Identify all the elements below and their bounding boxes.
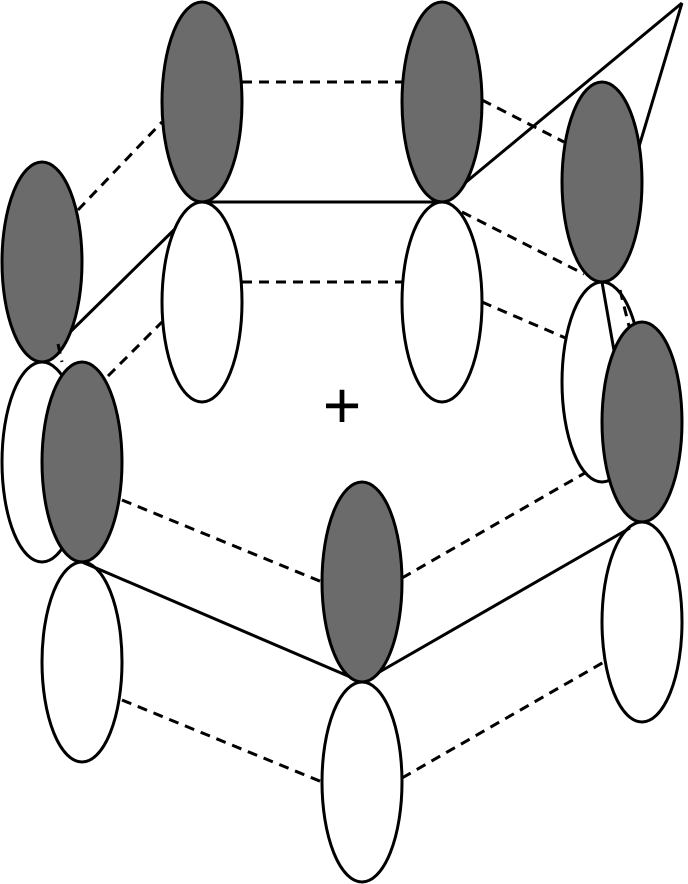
orbital-top-left [160,0,244,404]
filled-lobe [0,160,84,364]
dashed-line [121,498,323,584]
bond-line [60,220,184,342]
orbital-left-front [40,360,124,764]
orbital-bottom [320,480,404,884]
dashed-line [76,120,164,212]
filled-lobe [160,0,244,204]
bond-line [361,526,631,684]
filled-lobe [600,320,684,524]
bond-line [81,560,363,684]
solid-bond-lines [60,1,684,342]
dashed-line [121,698,323,784]
filled-lobe [560,80,644,284]
dashed-line [56,343,64,363]
positive-charge-label: + [323,368,362,442]
bond-line [636,2,684,151]
filled-lobe [400,0,484,204]
empty-lobe [600,520,684,724]
dashed-overlap-lines [76,80,605,784]
empty-lobe [160,200,244,404]
dashed-line [461,210,585,276]
orbital-right-front [600,320,684,724]
filled-lobe [40,360,124,564]
empty-lobe [400,200,484,404]
dashed-line [401,460,605,580]
orbital-top-right [400,0,484,404]
bond-line [441,1,683,204]
filled-lobe [320,480,404,684]
dashed-line [481,98,565,144]
empty-lobe [40,560,124,764]
empty-lobe [320,680,404,884]
dashed-line [401,660,605,780]
dashed-line [618,289,632,331]
dashed-line [106,320,164,378]
